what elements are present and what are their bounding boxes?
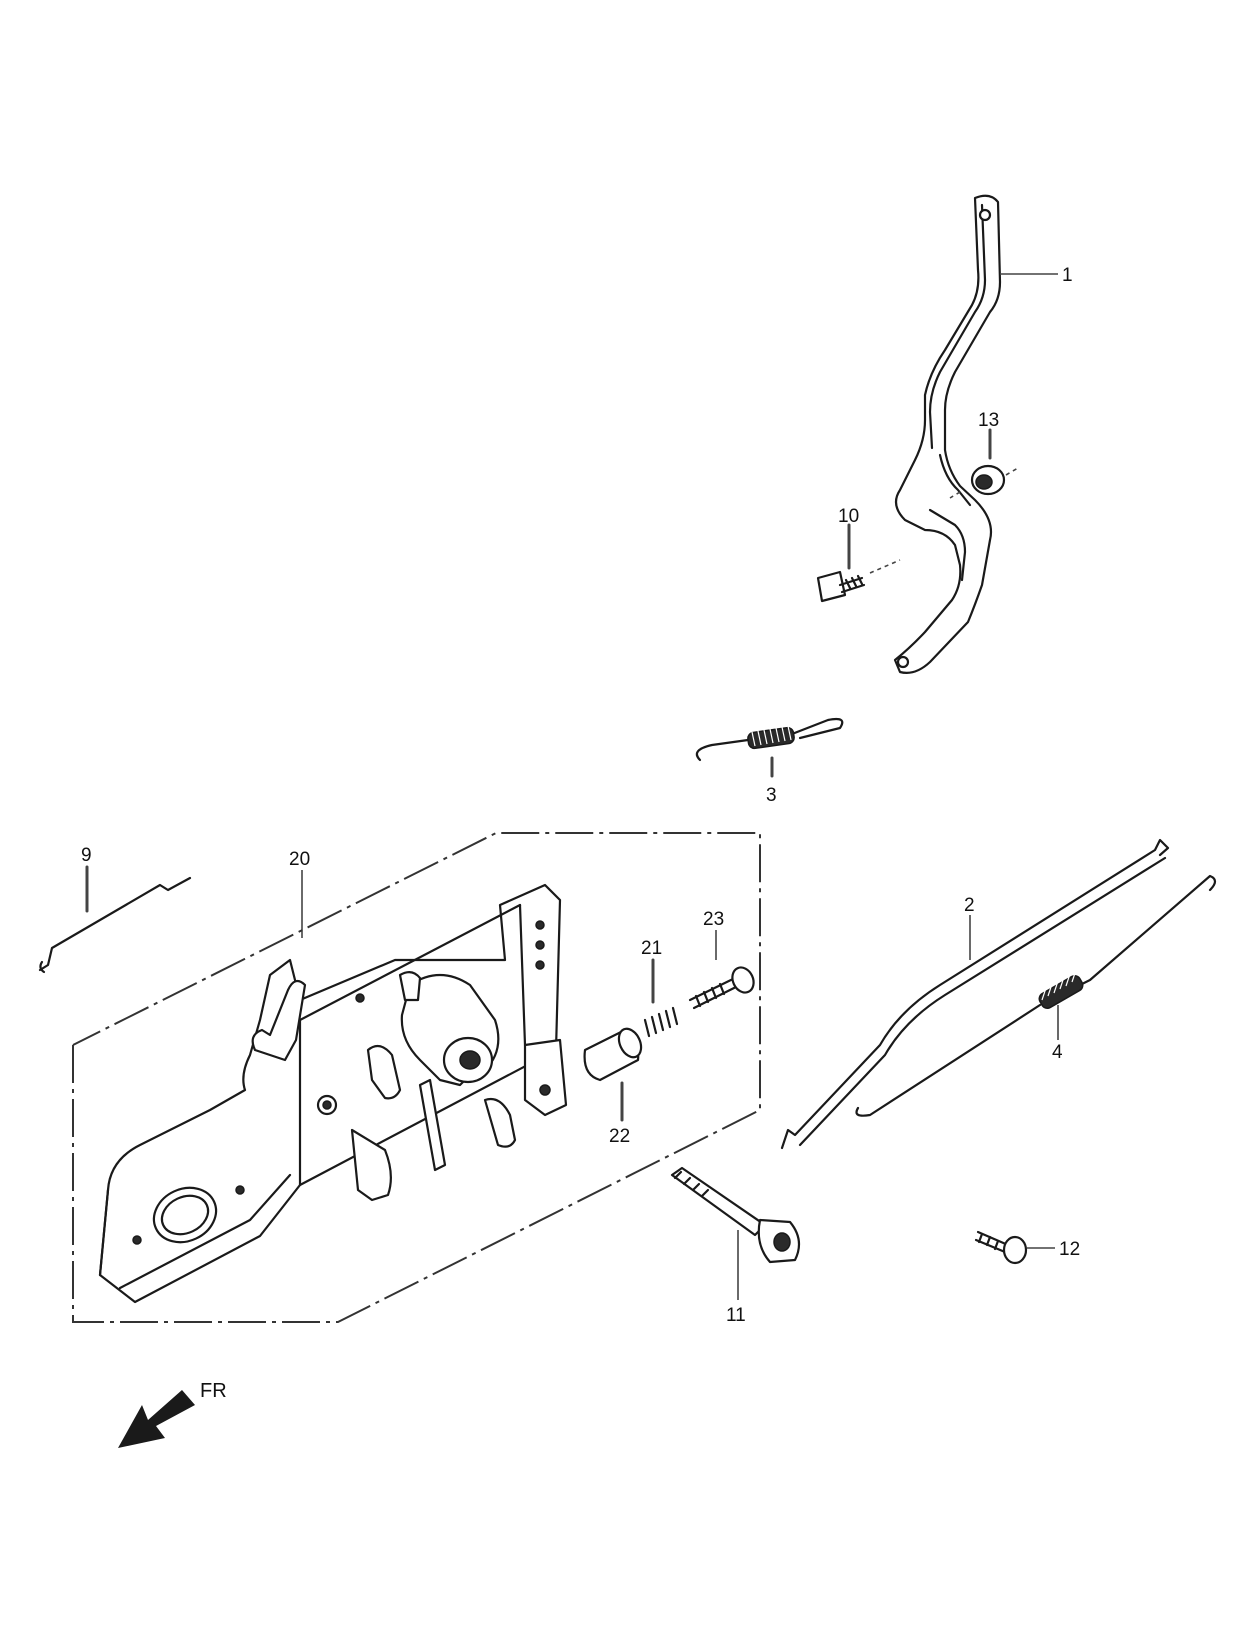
callout-22: 22: [609, 1126, 630, 1147]
part-2-rod: [780, 838, 1170, 1150]
callout-23: 23: [703, 909, 724, 930]
part-21-spring: [643, 958, 679, 1038]
part-1-control-lever: [893, 194, 1002, 674]
part-20-plate-assembly: [72, 832, 761, 1323]
callout-21: 21: [641, 938, 662, 959]
part-3-spring: [695, 717, 844, 778]
callout-9: 9: [81, 845, 92, 866]
part-11-bolt: [670, 1166, 801, 1300]
callout-2: 2: [964, 895, 975, 916]
front-direction-arrow: [118, 1390, 195, 1448]
part-4-cable: [855, 874, 1217, 1117]
part-12-screw: [974, 1230, 1055, 1265]
part-13-nut: [949, 428, 1019, 499]
part-23-screw: [688, 930, 755, 1010]
callout-3: 3: [766, 785, 777, 806]
callout-1: 1: [1062, 265, 1073, 286]
callout-11: 11: [726, 1305, 746, 1326]
part-22-collar: [583, 1027, 643, 1122]
callout-13: 13: [978, 410, 999, 431]
callout-10: 10: [838, 506, 859, 527]
direction-label: FR: [200, 1380, 227, 1402]
callout-20: 20: [289, 849, 310, 870]
part-10-bolt: [816, 523, 901, 603]
part-9-rod: [38, 865, 192, 974]
callout-12: 12: [1059, 1239, 1080, 1260]
callout-4: 4: [1052, 1042, 1063, 1063]
